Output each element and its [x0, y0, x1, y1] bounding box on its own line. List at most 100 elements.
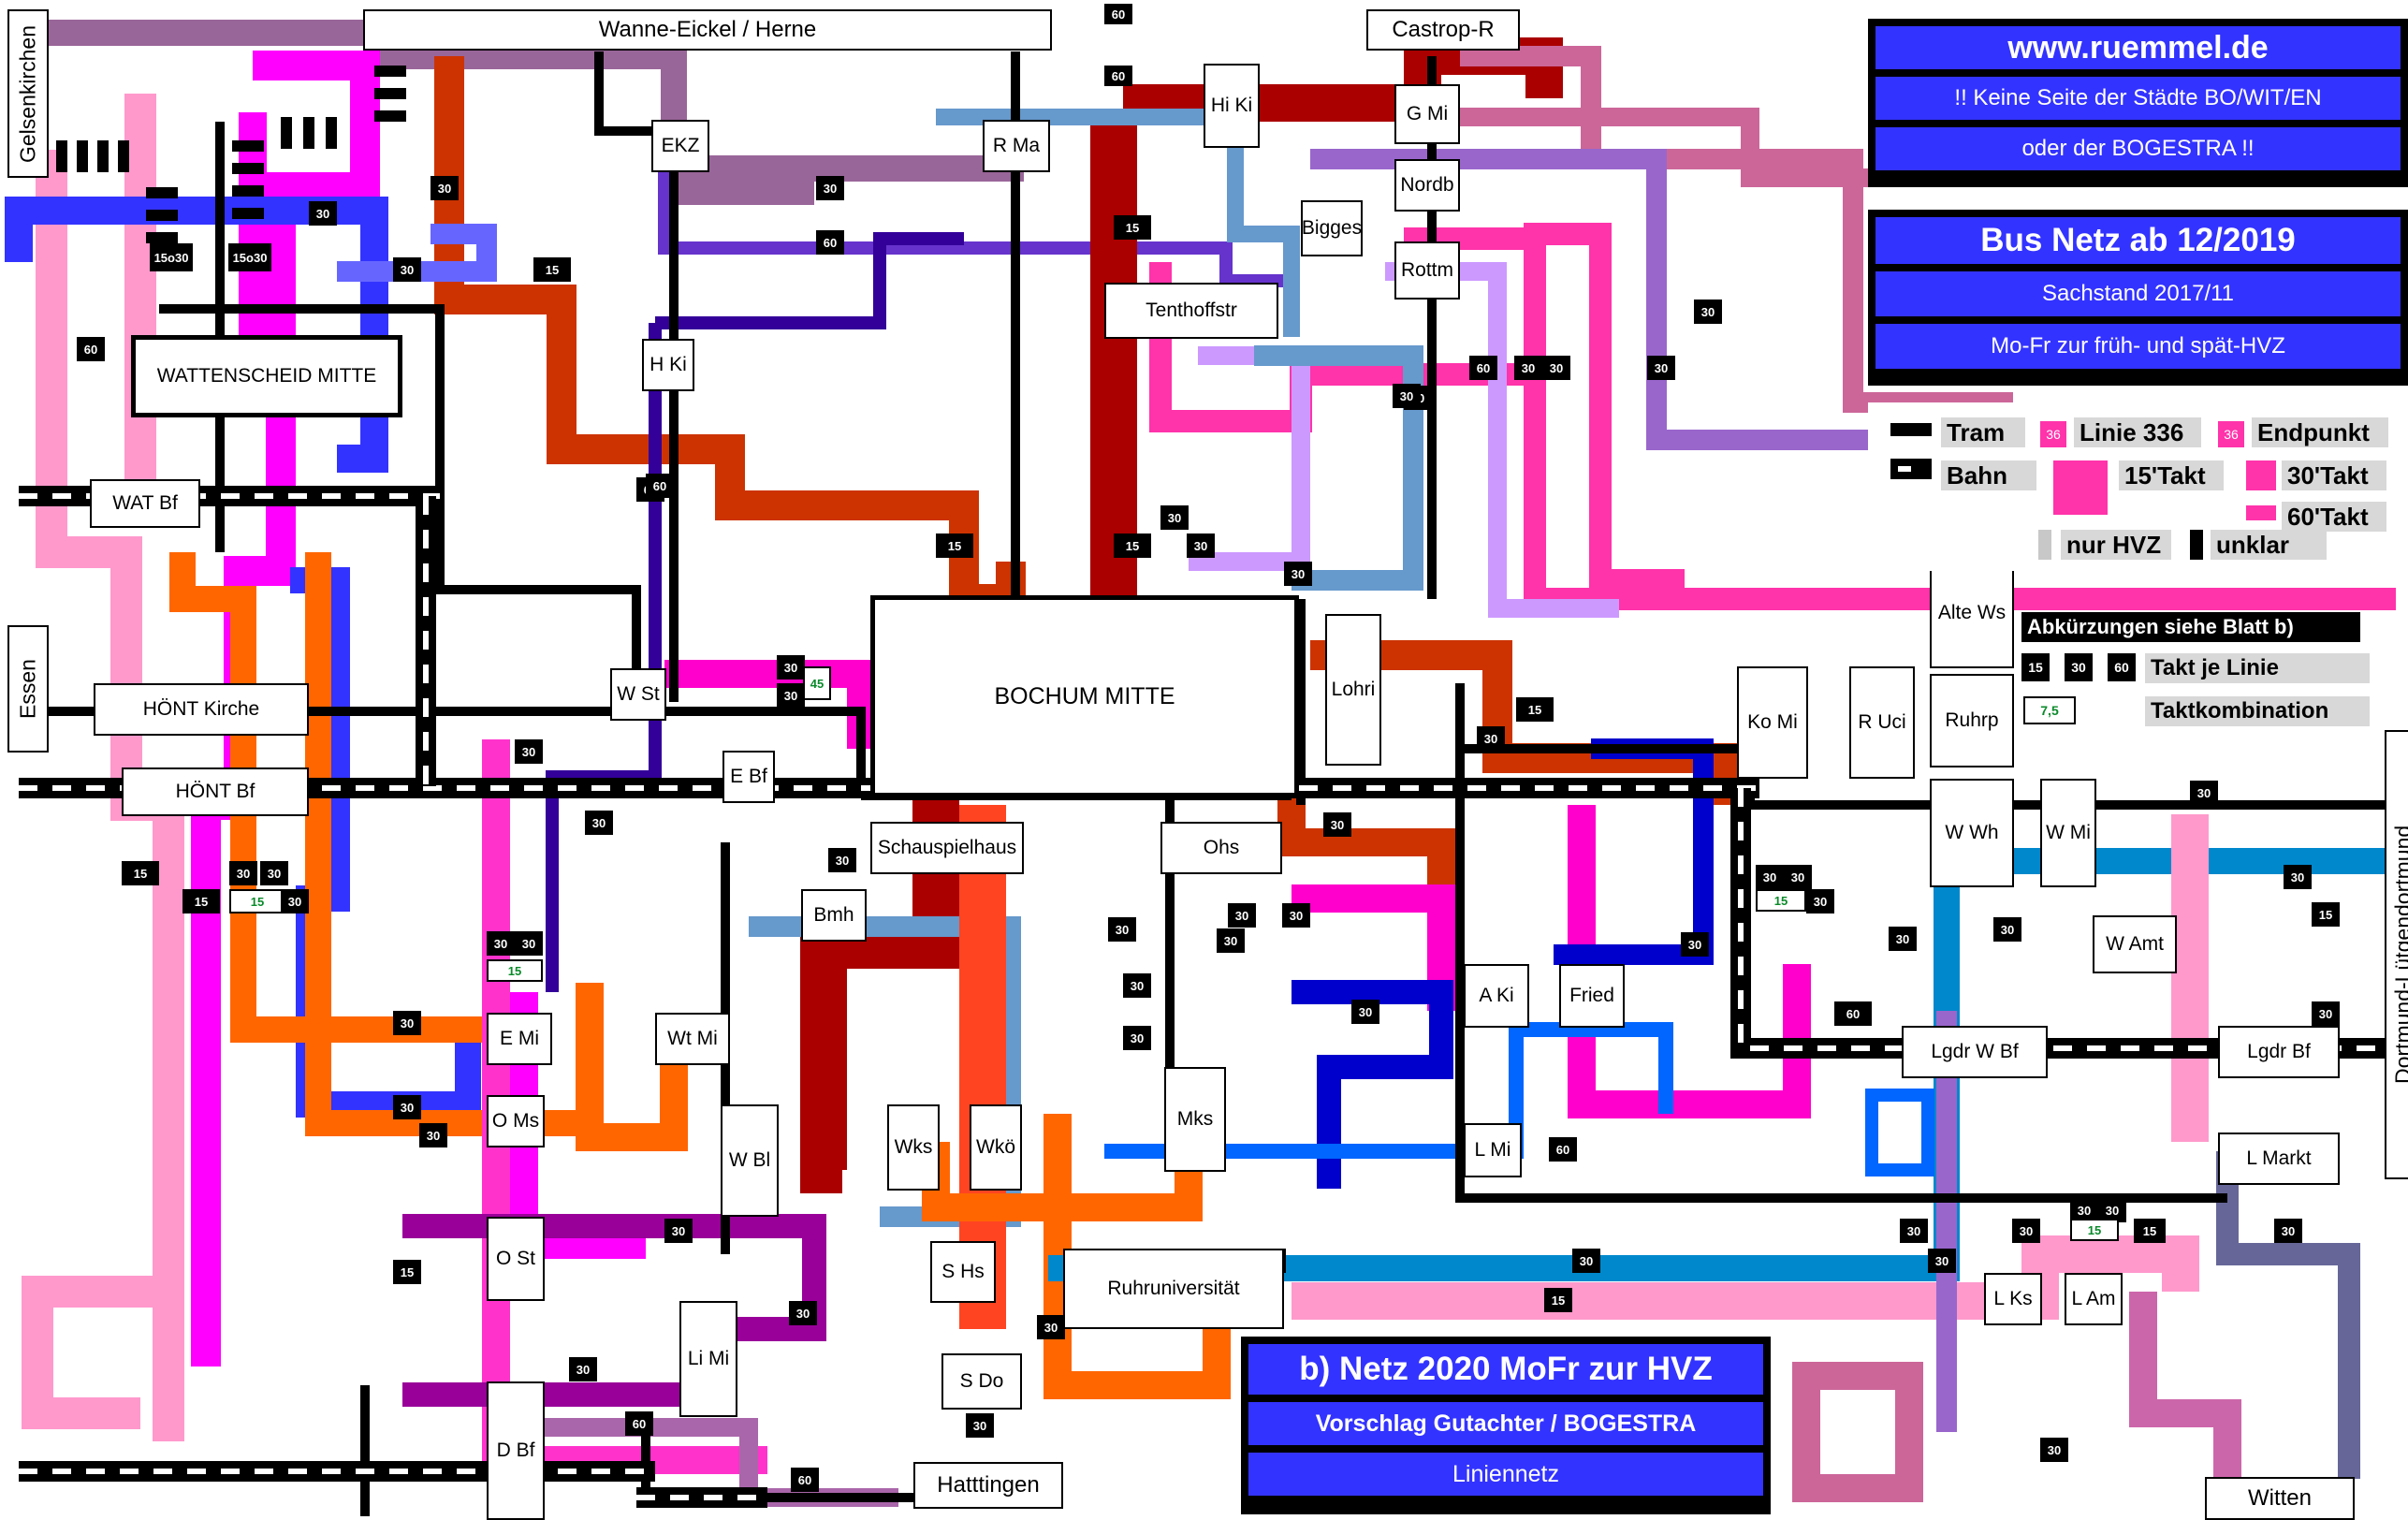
takt-tag: 15: [1544, 1288, 1572, 1312]
end-sample-tag: 36: [2218, 421, 2244, 447]
stop-e-bf[interactable]: E Bf: [722, 751, 775, 803]
stop-wks[interactable]: Wks: [887, 1104, 940, 1191]
route-54b: [1254, 356, 1413, 580]
stop-a-ki[interactable]: A Ki: [1464, 964, 1529, 1028]
stop-hi-ki[interactable]: Hi Ki: [1204, 64, 1260, 148]
takt-tag: 15: [122, 861, 159, 885]
stop-dortmund[interactable]: Dortmund-Lütgendortmund: [2385, 730, 2408, 1179]
stop-fried[interactable]: Fried: [1559, 964, 1625, 1028]
legend-combo-tag: 7,5: [2023, 696, 2076, 724]
stop-o-ms[interactable]: O Ms: [487, 1095, 545, 1147]
takt-tag: 30: [1282, 903, 1310, 928]
stop-wattenscheid-mitte[interactable]: WATTENSCHEID MITTE: [131, 335, 402, 417]
stop-wanne-eickel-herne[interactable]: Wanne-Eickel / Herne: [363, 9, 1052, 51]
stop-gelsenkirchen[interactable]: Gelsenkirchen: [7, 9, 49, 178]
stop-s-hs[interactable]: S Hs: [930, 1241, 996, 1303]
route-89-loop: [37, 1292, 168, 1413]
route-72b: [1872, 1095, 1928, 1170]
stop-l-markt[interactable]: L Markt: [2218, 1133, 2340, 1185]
takt-tag: 30: [419, 1123, 447, 1147]
takt-tag: 30: [1647, 356, 1675, 380]
stop-bochum-mitte[interactable]: BOCHUM MITTE: [870, 595, 1299, 797]
takt-tag: 30: [1323, 812, 1351, 837]
takt-tag: 30: [569, 1357, 597, 1381]
stop-s-do[interactable]: S Do: [941, 1353, 1022, 1410]
stop-tenthoffstr[interactable]: Tenthoffstr: [1104, 283, 1278, 339]
takt-tag: 30: [585, 811, 613, 835]
takt-tag: 15: [936, 533, 973, 558]
route-79: [2227, 1151, 2349, 1479]
takt-tag: 30: [966, 1413, 994, 1438]
route-39: [1189, 356, 1301, 562]
takt-tag: 15: [533, 257, 571, 282]
stop-castrop[interactable]: Castrop-R: [1366, 9, 1520, 51]
route-85: [17, 33, 1011, 168]
stop-alte-ws[interactable]: Alte Ws: [1930, 558, 2014, 668]
stop-bigges[interactable]: Bigges: [1301, 200, 1363, 256]
stop-ruhrp[interactable]: Ruhrp: [1930, 674, 2014, 767]
stop-l-mi[interactable]: L Mi: [1464, 1123, 1522, 1177]
stop-rottm[interactable]: Rottm: [1394, 241, 1460, 300]
stop-hattingen[interactable]: Hatttingen: [913, 1462, 1063, 1509]
takt-tag: 60: [816, 230, 844, 255]
stop-schauspielhaus[interactable]: Schauspielhaus: [870, 822, 1024, 874]
stop-d-bf[interactable]: D Bf: [487, 1381, 545, 1520]
stop-bmh[interactable]: Bmh: [801, 889, 867, 942]
takt-tag: 30: [1284, 562, 1312, 586]
bottom-title: b) Netz 2020 MoFr zur HVZ: [1248, 1344, 1763, 1395]
stop-l-ks[interactable]: L Ks: [1984, 1273, 2042, 1325]
stop-e-mi[interactable]: E Mi: [487, 1013, 552, 1065]
stop-lohri[interactable]: Lohri: [1325, 614, 1381, 766]
takt15-swatch: [2053, 460, 2108, 515]
stop-mks[interactable]: Mks: [1164, 1067, 1226, 1172]
takt-tag: 30: [1889, 927, 1917, 951]
takt-combo-tag: 15: [229, 889, 285, 913]
takt-tag: 30: [1993, 917, 2021, 942]
stop-wt-mi[interactable]: Wt Mi: [655, 1013, 730, 1065]
stop-ohs[interactable]: Ohs: [1160, 822, 1282, 874]
stop-wkoe[interactable]: Wkö: [970, 1104, 1022, 1191]
legend: Tram Bahn 36 Linie 336 36 Endpunkt 15'Ta…: [1868, 402, 2408, 571]
takt-tag: 15: [2312, 902, 2340, 927]
stop-wat-bf[interactable]: WAT Bf: [90, 479, 200, 528]
legend-endpoint: Endpunkt: [2252, 417, 2388, 447]
stop-ekz[interactable]: EKZ: [651, 120, 709, 172]
takt-tag: 30: [229, 861, 257, 885]
takt-tag: 30: [1694, 300, 1722, 324]
stop-w-mi[interactable]: W Mi: [2040, 779, 2096, 887]
stop-nordb[interactable]: Nordb: [1394, 159, 1460, 212]
stop-hoent-bf[interactable]: HÖNT Bf: [122, 767, 309, 816]
takt-tag: 60: [1549, 1137, 1577, 1162]
takt-tag: 30: [777, 683, 805, 708]
stop-essen[interactable]: Essen: [7, 625, 49, 753]
stop-h-ki[interactable]: H Ki: [642, 339, 694, 391]
stop-r-ma[interactable]: R Ma: [983, 120, 1050, 172]
legend-15takt: 15'Takt: [2119, 460, 2224, 490]
stop-l-am[interactable]: L Am: [2065, 1273, 2123, 1325]
stop-ruhruniversitaet[interactable]: Ruhruniversität: [1063, 1249, 1284, 1329]
stop-r-uci[interactable]: R Uci: [1849, 666, 1915, 779]
stop-li-mi[interactable]: Li Mi: [679, 1301, 737, 1417]
stop-w-st[interactable]: W St: [610, 668, 666, 721]
stop-lgdr-w-bf[interactable]: Lgdr W Bf: [1902, 1026, 2048, 1078]
stop-w-amt[interactable]: W Amt: [2093, 915, 2177, 973]
bottom-panel: b) Netz 2020 MoFr zur HVZ Vorschlag Guta…: [1241, 1337, 1771, 1514]
stop-g-mi[interactable]: G Mi: [1394, 84, 1460, 144]
network-title: Bus Netz ab 12/2019: [1875, 217, 2401, 264]
takt-tag: 30: [431, 176, 459, 200]
stop-ko-mi[interactable]: Ko Mi: [1737, 666, 1808, 779]
stop-w-bl[interactable]: W Bl: [721, 1104, 779, 1217]
takt-tag: 30: [1756, 865, 1784, 889]
line-sample-tag: 36: [2040, 421, 2066, 447]
takt-tag: 30: [393, 1011, 421, 1035]
site-url[interactable]: www.ruemmel.de: [1875, 26, 2401, 69]
stop-hoent-kirche[interactable]: HÖNT Kirche: [94, 683, 309, 736]
route-57b: [402, 1376, 693, 1395]
takt-tag: 30: [2312, 1001, 2340, 1026]
stop-o-st[interactable]: O St: [487, 1217, 545, 1301]
stop-lgdr-bf[interactable]: Lgdr Bf: [2218, 1026, 2340, 1078]
stop-w-wh[interactable]: W Wh: [1930, 779, 2014, 887]
hvz-swatch: [2038, 530, 2051, 560]
stop-witten[interactable]: Witten: [2205, 1477, 2355, 1520]
takt-tag: 30: [1806, 889, 1834, 913]
